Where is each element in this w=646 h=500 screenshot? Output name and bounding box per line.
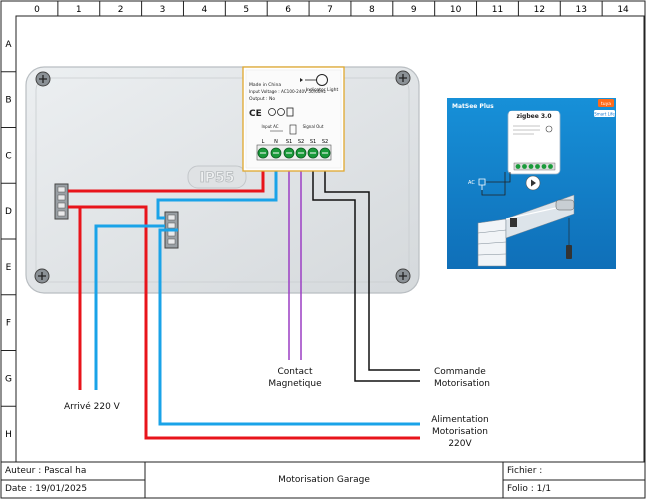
grid-col-label: 9 [411,5,417,15]
recycle-icon [277,108,285,116]
grid-col-label: 13 [575,5,586,15]
indicator-label: Indicator Light [306,87,339,93]
grid-row-label: H [5,430,12,440]
grid-col-label: 2 [118,5,124,15]
terminal-block-left [54,183,69,220]
folio-field: Folio : 1/1 [507,484,552,494]
input-ac-label: Input AC [261,124,278,129]
grid-col-label: 3 [160,5,166,15]
screw-icon [35,71,51,87]
zigbee-module: Indicator Light Made in China Input Volt… [242,66,345,172]
product-photo: MatSee Plus tuya Smart Life zigbee 3.0 A… [447,98,616,269]
cert-icon [268,108,276,116]
commande-line-2: Motorisation [434,379,490,389]
terminal-screw-icon [528,164,534,169]
grid-col-label: 11 [492,5,503,15]
terminal-screw-icon [541,164,547,169]
signal-out-label: Signal Out [303,124,324,129]
grid-col-label: 1 [76,5,82,15]
alimentation-line-3: 220V [448,439,472,449]
grid-row-label: E [6,263,12,273]
grid-col-label: 10 [450,5,462,15]
grid-col-label: 5 [243,5,249,15]
date-field: Date : 19/01/2025 [5,484,88,494]
grid-col-label: 0 [34,5,40,15]
arrive-label: Arrivé 220 V [64,402,120,412]
grid-row-label: B [5,96,11,106]
terminal-label: S1 [286,139,292,145]
ac-label: AC [468,180,475,186]
screw-icon [395,70,411,86]
wire-command-1 [312,150,420,382]
zigbee-logo: zigbee 3.0 [517,113,552,120]
wire-neutral-supply [158,228,420,426]
output-label: Output : No [249,96,275,102]
terminal-screw-icon [535,164,540,169]
alimentation-line-1: Alimentation [431,415,489,425]
screw-icon [34,268,50,284]
terminal-label: S1 [310,139,316,145]
screw-icon [395,268,411,284]
author-field: Auteur : Pascal ha [5,466,87,476]
made-in-label: Made in China [249,82,281,88]
grid-row-label: A [5,40,12,50]
grid-col-label: 4 [202,5,208,15]
alimentation-label: Alimentation Motorisation 220V [426,414,494,450]
terminal-label: S2 [298,139,304,145]
brand-label: MatSee Plus [452,103,494,110]
grid-row-label: F [6,319,11,329]
terminal-screw-icon [515,164,521,169]
grid-col-label: 6 [285,5,291,15]
grid-row-label: C [5,151,11,161]
drawing-title: Motorisation Garage [278,475,370,485]
grid-col-label: 14 [617,5,629,15]
voltage-label: Input Voltage : AC100-240V 50/60Hz [249,89,327,94]
wire-neutral-arrival [94,224,165,390]
weee-icon [286,107,294,117]
ip-rating-mark: IP55 [200,170,235,186]
grid-row-label: G [5,374,12,384]
wire-neutral-main [156,150,278,220]
grid-row-label: D [5,207,12,217]
terminal-label: L [262,139,265,145]
commande-line-1: Commande [434,367,486,377]
commande-label: Commande Motorisation [434,366,490,390]
wire-command-2 [324,150,420,371]
file-field: Fichier : [507,466,543,476]
wire-phase-arrival [68,205,82,390]
smart-life-logo: Smart Life [594,112,615,117]
grid-col-label: 12 [534,5,545,15]
terminal-label: S2 [322,139,328,145]
terminal-label: N [274,139,278,145]
contact-line-1: Contact [277,367,313,377]
grid-col-label: 8 [369,5,375,15]
garage-door [477,194,575,267]
wire-phase-supply [68,205,420,440]
terminal-screw-icon [548,164,553,169]
grid-col-label: 7 [327,5,333,15]
terminal-screw-icon [522,164,527,169]
tuya-logo: tuya [601,101,611,107]
alimentation-line-2: Motorisation [432,427,488,437]
ce-icon: CE [249,109,262,119]
contact-label: Contact Magnetique [262,366,328,390]
junction-box: IP55 [25,66,420,294]
contact-line-2: Magnetique [268,379,322,389]
